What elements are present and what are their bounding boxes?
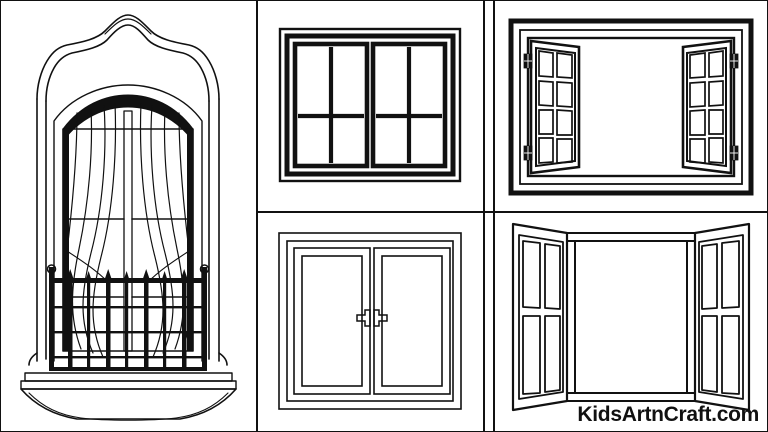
railing-balusters [66, 269, 188, 371]
panel-open-shutter-window [495, 1, 767, 211]
sill-apron-curve-left [28, 392, 82, 419]
panel-ornate-window [1, 1, 256, 431]
sash-right-glass [381, 255, 443, 387]
ornate-window-drawing [20, 14, 237, 421]
curtain-right-fold-3 [150, 104, 174, 354]
sash-left [292, 41, 370, 169]
curtain-right-fold-2 [163, 108, 185, 350]
shutter-left-inner [518, 234, 564, 400]
jamb-scroll-left [28, 352, 38, 366]
frame-inner-thick [284, 33, 456, 177]
casement-window-drawing [278, 27, 462, 183]
window-reveal-outline [53, 84, 203, 362]
shutter-left-outer [511, 222, 569, 412]
hinges [523, 53, 739, 161]
opening-void [567, 233, 695, 401]
sill-apron-curve-right [175, 392, 229, 419]
sash-stile-left [63, 129, 69, 351]
frame-inner-thin [519, 29, 743, 185]
shutter-left-panels [522, 240, 561, 395]
curtain-left-fold-4 [92, 102, 117, 358]
divider-vertical-right-outer [483, 0, 485, 432]
shutter-right-outer [681, 39, 733, 175]
open-shutter-window-drawing [508, 18, 754, 196]
panel-casement-window [257, 1, 483, 211]
shutter-right-inner [698, 234, 744, 400]
railing-ring-left [46, 264, 57, 274]
sash-left-glass [301, 255, 363, 387]
shutter-right-panes [689, 50, 724, 164]
sill-apron [20, 388, 237, 420]
shutter-left-inner [535, 46, 576, 168]
frame-outer [278, 27, 462, 183]
panel-open-perspective-window: KidsArtnCraft.com [495, 213, 767, 431]
shutter-left-panes [538, 50, 573, 164]
panel-modern-window [257, 213, 483, 431]
hinge-detail-lines [524, 54, 738, 160]
pediment-inner-line [45, 24, 210, 102]
frame-outer [278, 232, 462, 410]
curtain-right-fold-4 [139, 102, 164, 358]
railing-ring-right [199, 264, 210, 274]
pediment-crest-curve [104, 18, 152, 35]
curtain-left-fold-2 [71, 108, 93, 350]
sash-stile-right [187, 129, 193, 351]
arch-head-band [62, 94, 194, 142]
open-perspective-window-drawing [511, 222, 751, 412]
sill-apron-bottom-curve [80, 417, 177, 421]
sill-top-slab [24, 372, 233, 382]
sill-mid-slab [20, 380, 237, 390]
shutter-left-outer [529, 39, 581, 175]
frame-inner [286, 240, 454, 402]
handle-right [373, 309, 388, 327]
window-reveal [526, 36, 736, 178]
shutter-right-inner [686, 46, 727, 168]
shutter-right-panels [701, 240, 740, 395]
pediment-outline [36, 14, 220, 100]
shutter-right-outer [693, 222, 751, 412]
watermark-kidsartncraft: KidsArtnCraft.com [577, 403, 759, 426]
handle-left [356, 309, 371, 327]
sash-right [370, 41, 448, 169]
frame-outer-heavy [508, 18, 754, 196]
modern-window-drawing [278, 232, 462, 410]
railing-post-left [49, 267, 54, 371]
jamb-scroll-right [218, 352, 228, 366]
railing-post-right [202, 267, 207, 371]
curtain-left-fold-3 [82, 104, 106, 354]
